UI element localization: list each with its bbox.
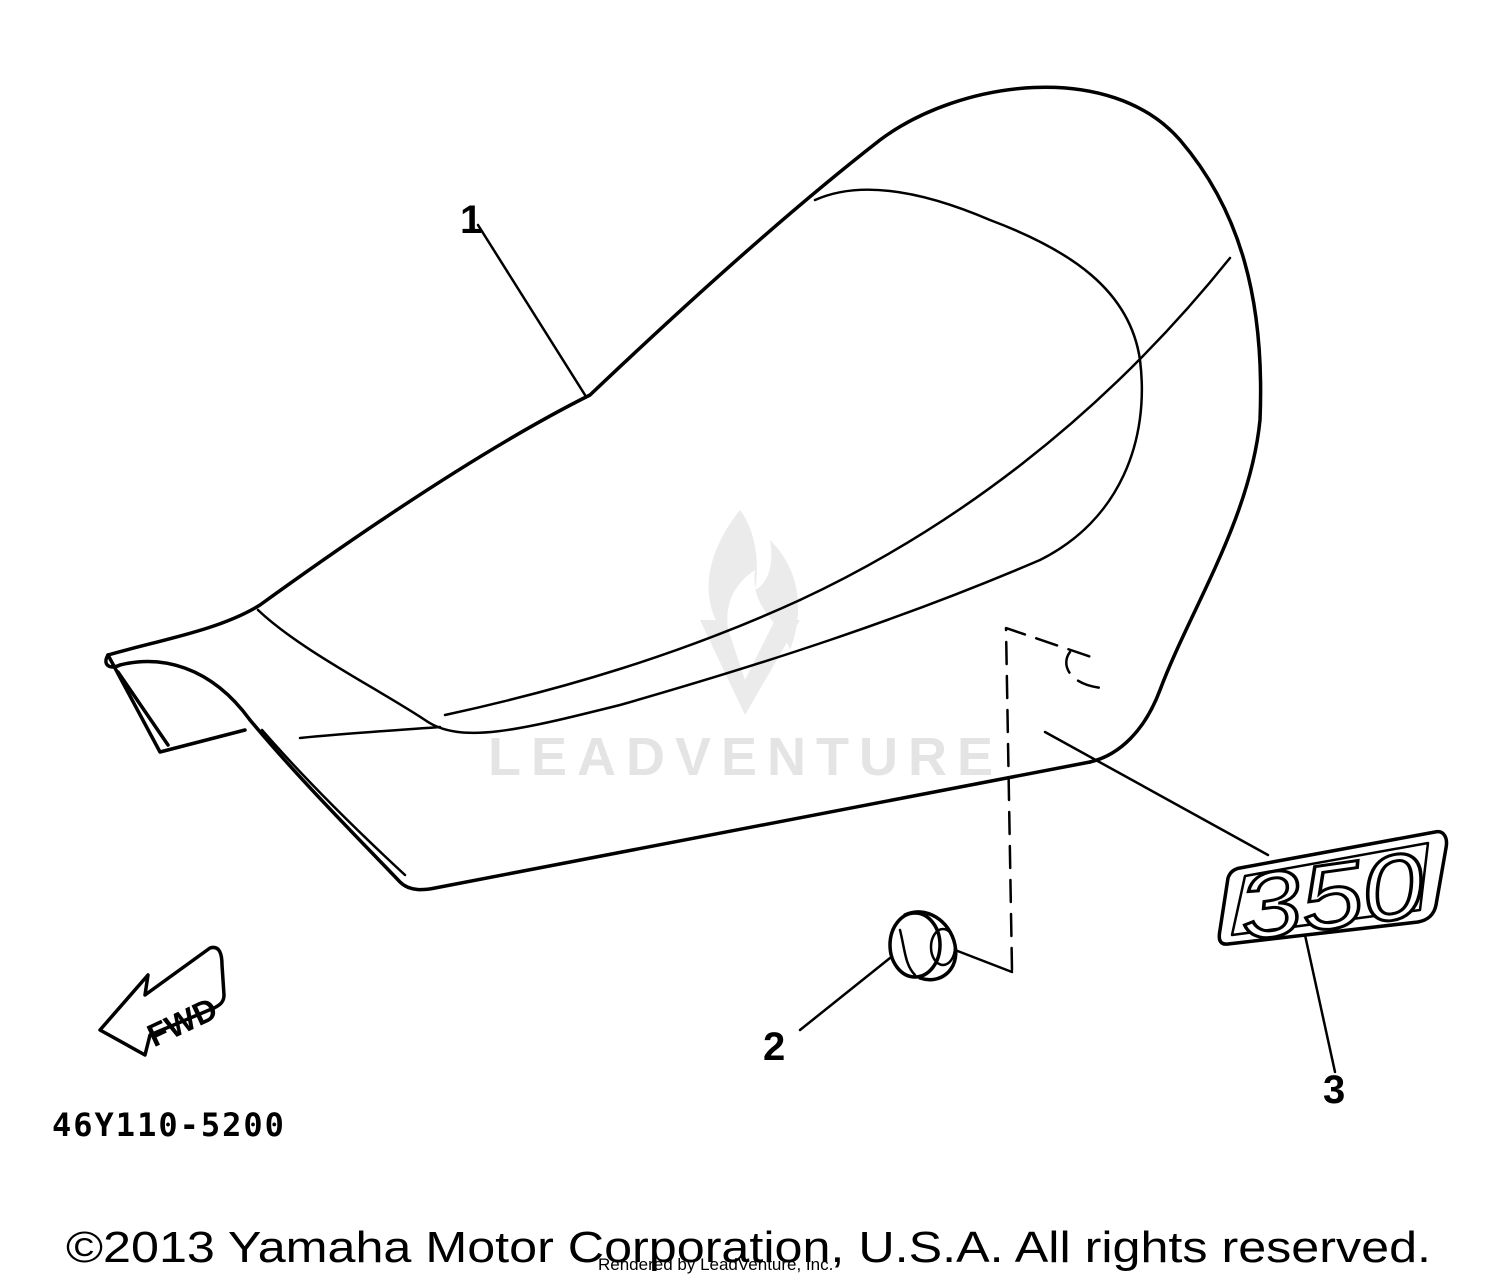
emblem-inner-outline [1230,841,1430,937]
copyright-text: ©2013 Yamaha Motor Corporation, U.S.A. A… [66,1223,1431,1272]
callout-3: 3 [1323,1068,1345,1112]
flame-logo-icon [708,510,799,650]
grommet-dashed-line [1004,626,1102,972]
grommet-hole-dashed [1065,650,1104,690]
leader-line-2 [798,956,892,1032]
seat-drawing [104,85,1263,892]
seat-bottom-edge [248,718,1092,892]
leader-line-3a [1043,730,1270,857]
leadventure-watermark: LEADVENTURE [488,510,1003,787]
emblem-part: 350 [1217,829,1449,962]
seat-seam-lower [298,725,442,740]
fwd-arrow-icon [98,945,226,1057]
grommet-back [888,911,942,979]
rendered-by-text: Rendered by LeadVenture, Inc. [598,1255,833,1274]
fwd-arrow: FWD [98,945,226,1057]
watermark-text: LEADVENTURE [488,727,1003,787]
grommet-hole [929,927,957,967]
grommet-mount-line [953,948,1014,974]
seat-seam-upper-dash [798,256,1232,602]
emblem-outline [1217,829,1449,946]
leader-line-3b [1303,933,1337,1074]
callout-2: 2 [763,1025,785,1069]
seat-front-inner [116,670,170,747]
mounting-lines [1004,626,1104,972]
seat-outer-top-edge [106,85,1263,764]
grommet-rib [898,928,917,977]
seat-pad-edge [256,188,1144,735]
callout-1: 1 [460,198,482,242]
seat-front-underside [106,653,247,754]
part-number: 46Y110-5200 [52,1106,286,1144]
v-logo-icon [700,620,800,715]
seat-bottom-inner [260,728,407,877]
fwd-label: FWD [142,990,223,1053]
grommet-part [888,910,1014,982]
leader-line-1 [476,223,587,397]
seat-front-nose [104,653,252,722]
seat-seam-upper [443,598,802,717]
leader-lines [476,223,1337,1074]
